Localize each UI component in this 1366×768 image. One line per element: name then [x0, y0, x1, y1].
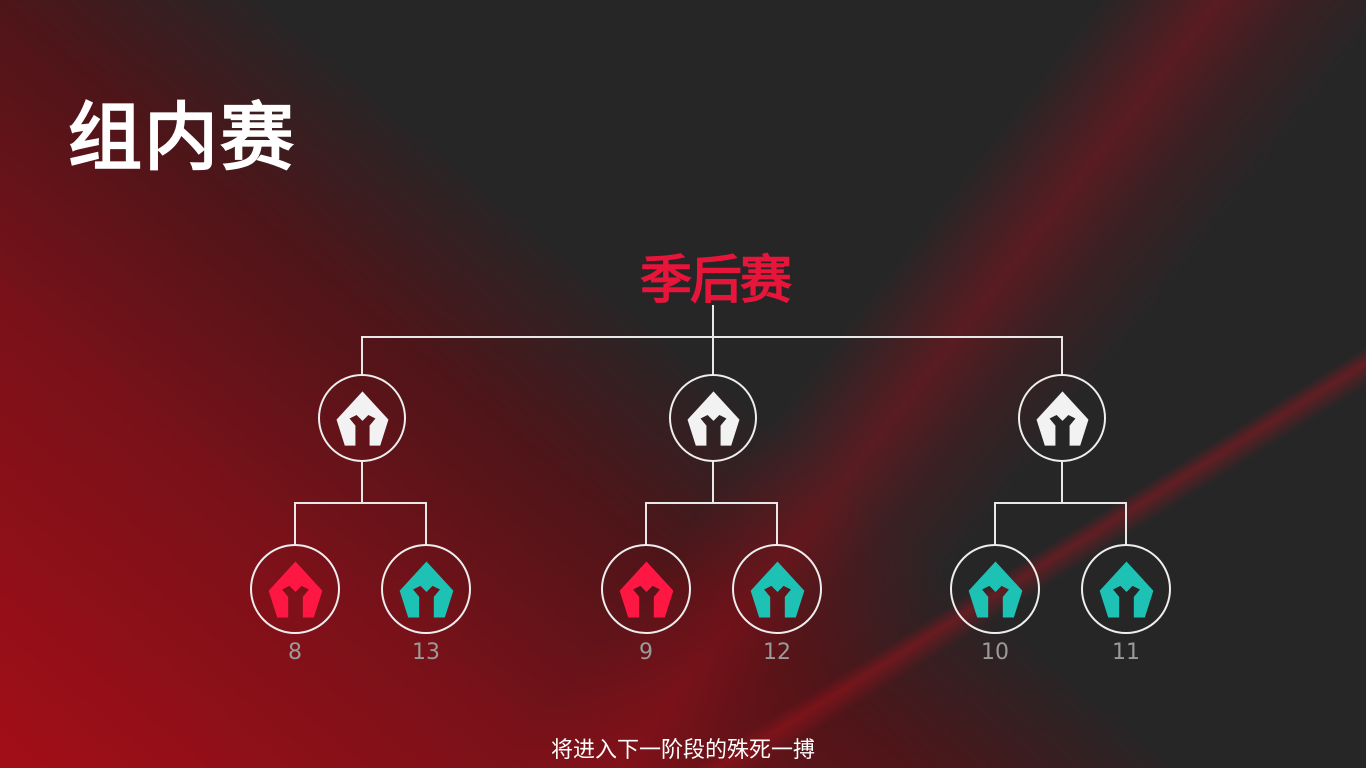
seed-number: 8 — [288, 640, 302, 665]
bracket-line — [994, 503, 996, 545]
page-title: 组内赛 — [68, 95, 296, 181]
bracket-line — [361, 461, 363, 503]
bracket-line — [776, 503, 778, 545]
bracket-line — [645, 503, 647, 545]
group-winner-node — [669, 374, 757, 462]
seed-number: 10 — [981, 640, 1009, 665]
helmet-icon — [968, 560, 1022, 618]
seed-node — [250, 544, 340, 634]
group-winner-node — [1018, 374, 1106, 462]
playoff-label: 季后赛 — [640, 251, 792, 311]
seed-node — [601, 544, 691, 634]
seed-number: 11 — [1112, 640, 1140, 665]
subtitle: 将进入下一阶段的殊死一搏 — [550, 738, 815, 763]
seed-node — [950, 544, 1040, 634]
bracket-line — [294, 503, 296, 545]
seed-node — [381, 544, 471, 634]
bracket-line — [425, 503, 427, 545]
helmet-icon — [1099, 560, 1153, 618]
seed-number: 13 — [412, 640, 440, 665]
helmet-icon — [687, 390, 739, 446]
helmet-icon — [336, 390, 388, 446]
bracket-line — [1125, 503, 1127, 545]
bracket-line — [712, 305, 714, 337]
helmet-icon — [750, 560, 804, 618]
bracket-line — [712, 337, 714, 375]
bracket-line — [1061, 461, 1063, 503]
helmet-icon — [399, 560, 453, 618]
bracket-line — [294, 502, 427, 504]
bracket-line — [1061, 337, 1063, 375]
bracket-line — [645, 502, 778, 504]
seed-node — [732, 544, 822, 634]
bracket-line — [994, 502, 1127, 504]
seed-number: 12 — [763, 640, 791, 665]
helmet-icon — [619, 560, 673, 618]
seed-number: 9 — [639, 640, 653, 665]
bracket-line — [361, 337, 363, 375]
helmet-icon — [1036, 390, 1088, 446]
bracket-line — [712, 461, 714, 503]
seed-node — [1081, 544, 1171, 634]
group-winner-node — [318, 374, 406, 462]
helmet-icon — [268, 560, 322, 618]
